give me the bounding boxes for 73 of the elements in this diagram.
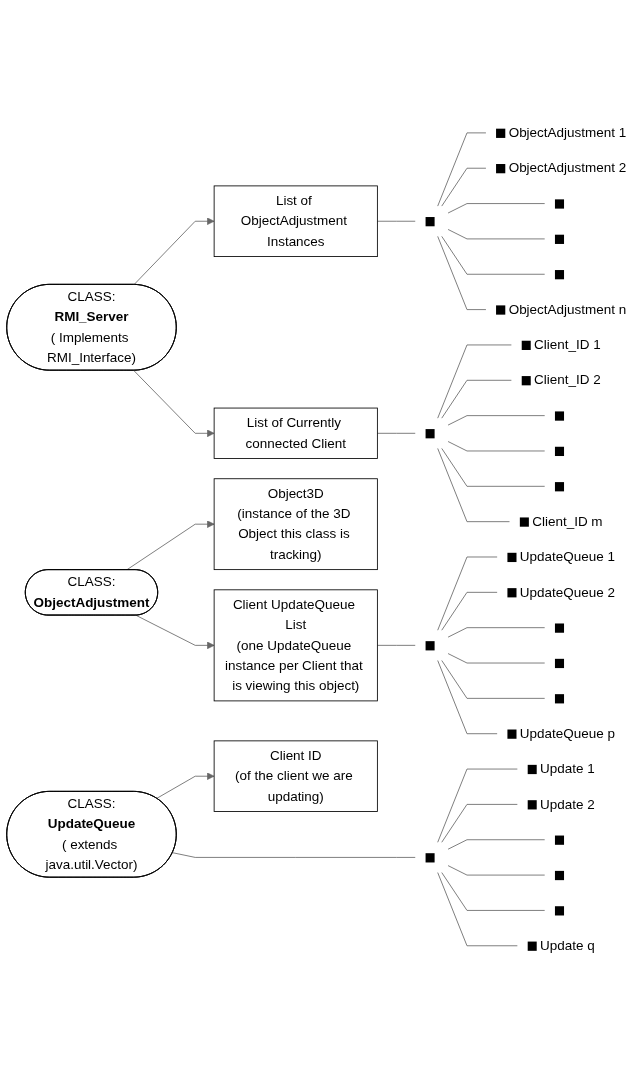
- node-box: [554, 270, 565, 280]
- node-box: [554, 447, 565, 457]
- connector: [437, 344, 512, 419]
- connector: [437, 132, 487, 207]
- connector: [447, 865, 546, 876]
- node-label: UpdateQueue 2: [519, 584, 615, 600]
- node-label: UpdateQueue p: [519, 726, 615, 741]
- connector: [376, 645, 416, 646]
- node-box: [527, 941, 537, 952]
- node-label: Update q: [540, 938, 595, 953]
- node-label: ObjectAdjustment 2: [508, 160, 627, 176]
- node-box: [527, 800, 537, 810]
- node-label: Update 1: [540, 761, 595, 776]
- connector: [172, 852, 416, 858]
- node-box: [554, 235, 565, 245]
- connector: [376, 433, 416, 434]
- connector: [376, 221, 416, 222]
- connector: [447, 839, 546, 850]
- node-box: [425, 217, 435, 227]
- node-box: [425, 641, 435, 651]
- node-box: [496, 164, 506, 174]
- node-box: [554, 906, 565, 916]
- connector: [441, 236, 546, 275]
- connector: [447, 653, 546, 664]
- node-box: [521, 376, 531, 386]
- node-label: UpdateQueue 1: [519, 549, 615, 564]
- node-box: Client ID (of the client we are updating): [213, 740, 378, 813]
- connector: [437, 448, 510, 523]
- node-box: [554, 871, 565, 881]
- connector: [447, 415, 546, 426]
- connector: [447, 229, 546, 240]
- node-label: Client_ID 2: [534, 372, 601, 388]
- connector: [441, 872, 546, 912]
- node-box: [554, 659, 565, 669]
- node-box: [519, 517, 529, 528]
- node-label: Update 2: [540, 797, 595, 812]
- node-box: Client UpdateQueue List (one UpdateQueue instance per Client that is viewing this object): [213, 589, 378, 702]
- connector: [437, 660, 498, 735]
- node-label: ObjectAdjustment 1: [508, 125, 627, 140]
- node-box: [554, 199, 565, 209]
- node-box: List of Currently connected Client: [213, 407, 378, 460]
- connector: [437, 872, 518, 947]
- node-box: [507, 553, 517, 563]
- node-box: [496, 305, 506, 316]
- node-box: [554, 694, 565, 704]
- node-box: [554, 835, 565, 846]
- node-box: [507, 729, 517, 740]
- node-box: [521, 341, 531, 351]
- node-box: [496, 129, 506, 139]
- node-box: [554, 411, 565, 422]
- node-box: List of ObjectAdjustment Instances: [213, 185, 378, 258]
- connector: [441, 380, 512, 419]
- node-box: [425, 853, 435, 863]
- node-box: [527, 765, 537, 775]
- connector: [441, 804, 518, 843]
- node-box: [554, 482, 565, 492]
- connector: [447, 441, 546, 452]
- node-box: [425, 429, 435, 439]
- node-box: [554, 623, 565, 634]
- node-label: Client_ID 1: [534, 337, 601, 352]
- connector: [437, 768, 518, 843]
- node-box: Object3D (instance of the 3D Object this class is tracking): [213, 478, 378, 571]
- connector: [447, 627, 546, 638]
- connector: [441, 167, 487, 207]
- connector: [441, 448, 546, 487]
- connector: [447, 203, 546, 214]
- connector: [441, 660, 546, 699]
- connector: [437, 556, 498, 631]
- node-box: [507, 588, 517, 598]
- connector: [437, 236, 487, 311]
- connector: [441, 592, 498, 631]
- node-label: ObjectAdjustment n: [508, 302, 627, 317]
- node-label: Client_ID m: [532, 514, 603, 529]
